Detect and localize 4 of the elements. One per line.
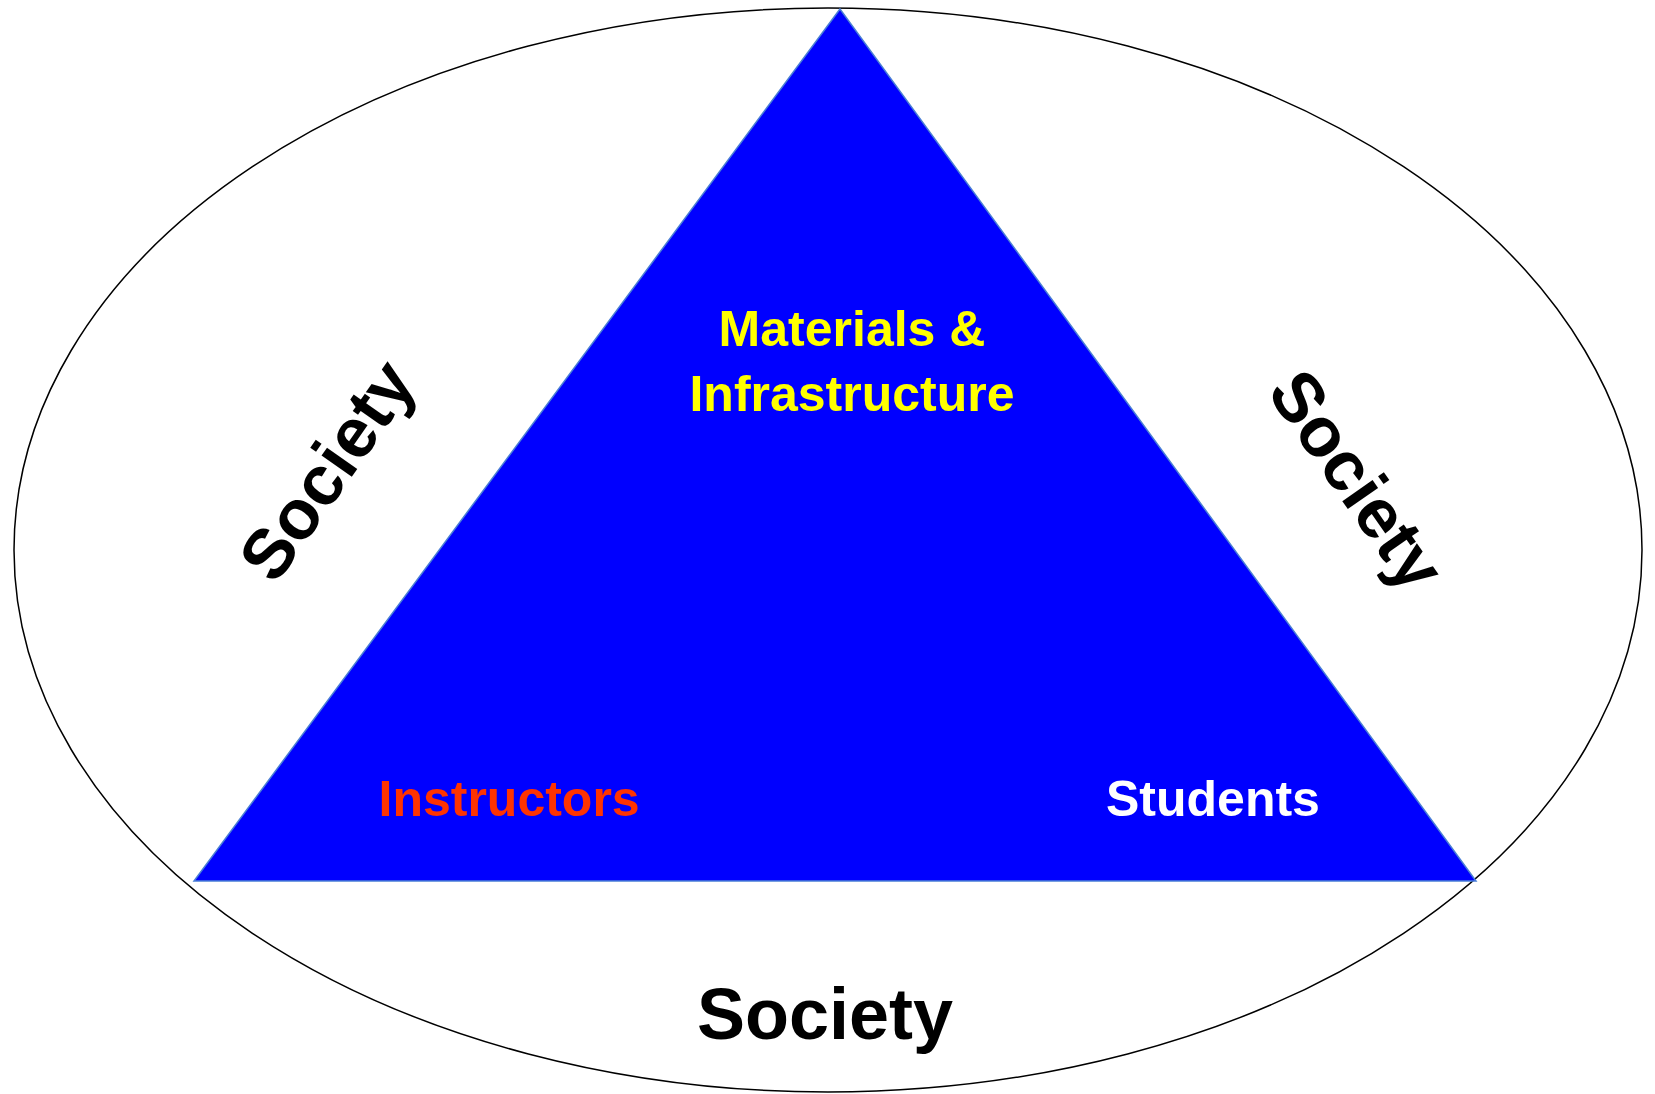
apex-label: Materials & Infrastructure [688, 300, 1016, 424]
triangle-corner-label: Instructors [378, 769, 640, 829]
triangle-corner-label: Students [1106, 769, 1320, 829]
society-label: Society [697, 973, 954, 1056]
